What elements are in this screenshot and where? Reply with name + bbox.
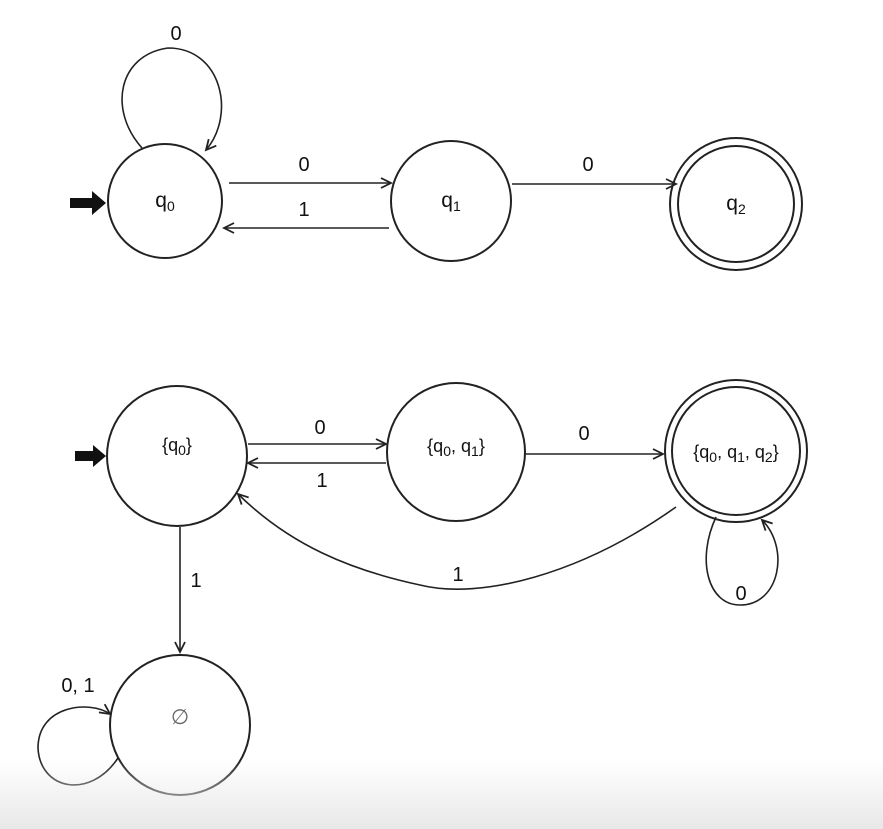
dfa-edge-q0q1-q0-label: 1 bbox=[316, 470, 327, 492]
nfa-edge-q1-q2: 0 bbox=[512, 154, 679, 190]
nfa-state-q1-label: q1 bbox=[441, 189, 461, 214]
dfa-diagram: {q0} {q0, q1} {q0, q1, q2} ∅ 0 1 bbox=[37, 379, 808, 796]
dfa-edge-q0q1-q0q1q2-label: 0 bbox=[578, 423, 589, 445]
dfa-start-arrow bbox=[75, 445, 106, 467]
dfa-edge-q0q1q2-q0: 1 bbox=[236, 492, 677, 590]
dfa-edge-q0-empty-label: 1 bbox=[190, 570, 201, 592]
dfa-edge-q0q1-q0q1q2: 0 bbox=[525, 423, 666, 460]
dfa-state-empty-label: ∅ bbox=[171, 706, 189, 729]
dfa-state-q0: {q0} bbox=[106, 385, 248, 527]
nfa-state-q2-label: q2 bbox=[726, 192, 746, 217]
dfa-edge-q0q1q2-q0-label: 1 bbox=[452, 564, 463, 586]
dfa-edge-q0q1q2-self: 0 bbox=[705, 516, 779, 606]
dfa-edge-empty-self-label: 0, 1 bbox=[61, 675, 94, 697]
nfa-start-arrow bbox=[70, 191, 106, 215]
dfa-edge-q0-q0q1-label: 0 bbox=[314, 417, 325, 439]
nfa-edge-q0-q1: 0 bbox=[229, 154, 394, 189]
nfa-state-q0: q0 bbox=[107, 143, 223, 259]
dfa-state-q0q1q2: {q0, q1, q2} bbox=[664, 379, 808, 523]
nfa-edge-q1-q2-label: 0 bbox=[582, 154, 593, 176]
dfa-state-q0q1-label: {q0, q1} bbox=[427, 436, 485, 459]
dfa-edge-q0-q0q1: 0 bbox=[248, 417, 389, 450]
nfa-diagram: q0 q1 q2 0 0 1 0 bbox=[70, 23, 803, 271]
nfa-edge-q1-q0-label: 1 bbox=[298, 199, 309, 221]
dfa-state-q0q1: {q0, q1} bbox=[386, 382, 526, 522]
nfa-state-q0-label: q0 bbox=[155, 189, 175, 214]
dfa-edge-empty-self: 0, 1 bbox=[37, 675, 119, 786]
nfa-state-q1: q1 bbox=[390, 140, 512, 262]
dfa-state-empty: ∅ bbox=[109, 654, 251, 796]
dfa-edge-q0q1-q0: 1 bbox=[245, 457, 386, 492]
nfa-edge-q0-q0-label: 0 bbox=[170, 23, 181, 45]
dfa-edge-q0-empty: 1 bbox=[174, 527, 202, 655]
dfa-state-q0-label: {q0} bbox=[162, 435, 192, 458]
nfa-state-q2: q2 bbox=[669, 137, 803, 271]
nfa-edge-q0-q1-label: 0 bbox=[298, 154, 309, 176]
dfa-state-q0q1q2-label: {q0, q1, q2} bbox=[693, 442, 778, 465]
nfa-edge-q1-q0: 1 bbox=[221, 199, 389, 234]
nfa-edge-q0-q0: 0 bbox=[121, 23, 223, 152]
dfa-edge-q0q1q2-self-label: 0 bbox=[735, 583, 746, 605]
